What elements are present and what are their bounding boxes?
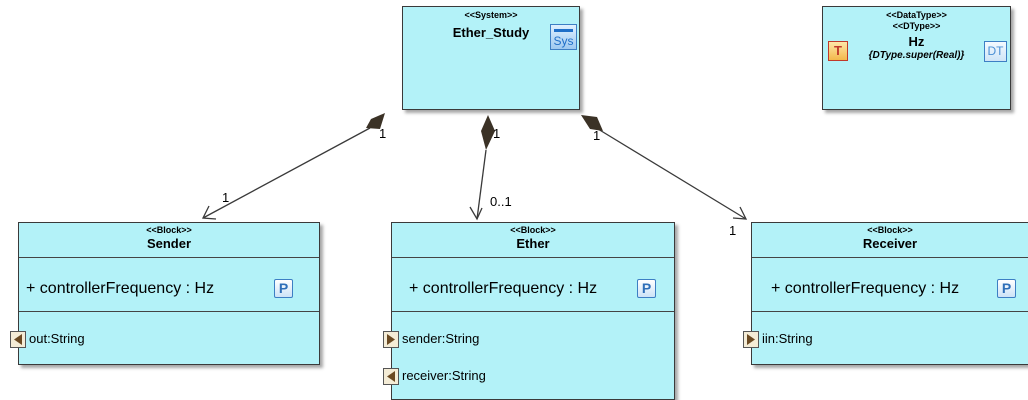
arrowhead-icon [732,206,748,220]
property-controller-frequency[interactable]: + controllerFrequency : Hz [26,280,215,297]
arrowhead-icon [469,206,483,221]
system-name: Ether_Study [452,25,530,40]
datatype-icon: DT [984,41,1007,62]
datatype-stereotype: <<DataType>> [886,10,947,20]
compartment-divider [392,257,674,258]
block-sender[interactable]: <<Block>> Sender + controllerFrequency :… [10,222,320,365]
multiplicity-ether-target: 0..1 [490,194,512,209]
property-icon: P [274,279,293,298]
datatype-name: Hz [908,34,925,49]
multiplicity-ether-source: 1 [493,126,501,141]
composition-diamond-icon [481,115,495,150]
compartment-divider [752,311,1028,312]
dtype-stereotype: <<DType>> [892,21,941,31]
block-ether[interactable]: <<Block>> Ether + controllerFrequency : … [383,222,675,400]
compartment-divider [19,311,319,312]
block-stereotype: <<Block>> [146,225,192,235]
port-in-icon[interactable] [743,331,759,348]
system-stereotype: <<System>> [464,10,518,20]
port-label: receiver:String [402,368,486,383]
composition-diamond-icon [581,115,603,131]
compartment-divider [19,257,319,258]
block-name: Sender [146,236,192,251]
block-stereotype: <<Block>> [510,225,556,235]
system-block-ether-study[interactable]: <<System>> Ether_Study Sys [402,6,580,110]
compartment-divider [392,311,674,312]
multiplicity-receiver-source: 1 [593,128,601,143]
port-out-icon[interactable] [383,368,399,385]
block-receiver[interactable]: <<Block>> Receiver + controllerFrequency… [743,222,1028,365]
association-receiver[interactable] [581,115,748,220]
block-name: Receiver [862,236,918,251]
multiplicity-sender-source: 1 [379,126,387,141]
datatype-constraint: {DType.super(Real)} [868,50,965,61]
multiplicity-sender-target: 1 [222,190,230,205]
port-out-icon[interactable] [10,331,26,348]
system-icon: Sys [550,24,577,50]
arrowhead-icon [201,205,217,220]
compartment-divider [752,257,1028,258]
property-controller-frequency[interactable]: + controllerFrequency : Hz [771,280,960,297]
association-sender[interactable] [201,113,385,220]
multiplicity-receiver-target: 1 [729,223,737,238]
datatype-block-hz[interactable]: <<DataType>> <<DType>> Hz {DType.super(R… [822,6,1011,110]
port-label: out:String [29,331,85,346]
association-ether[interactable] [469,115,495,221]
port-label: sender:String [402,331,480,346]
block-stereotype: <<Block>> [867,225,913,235]
property-icon: P [997,279,1016,298]
composition-diamond-icon [366,113,385,129]
property-controller-frequency[interactable]: + controllerFrequency : Hz [409,280,598,297]
type-icon: T [828,41,848,61]
port-label: iin:String [762,331,813,346]
block-name: Ether [516,236,550,251]
port-in-icon[interactable] [383,331,399,348]
property-icon: P [637,279,656,298]
